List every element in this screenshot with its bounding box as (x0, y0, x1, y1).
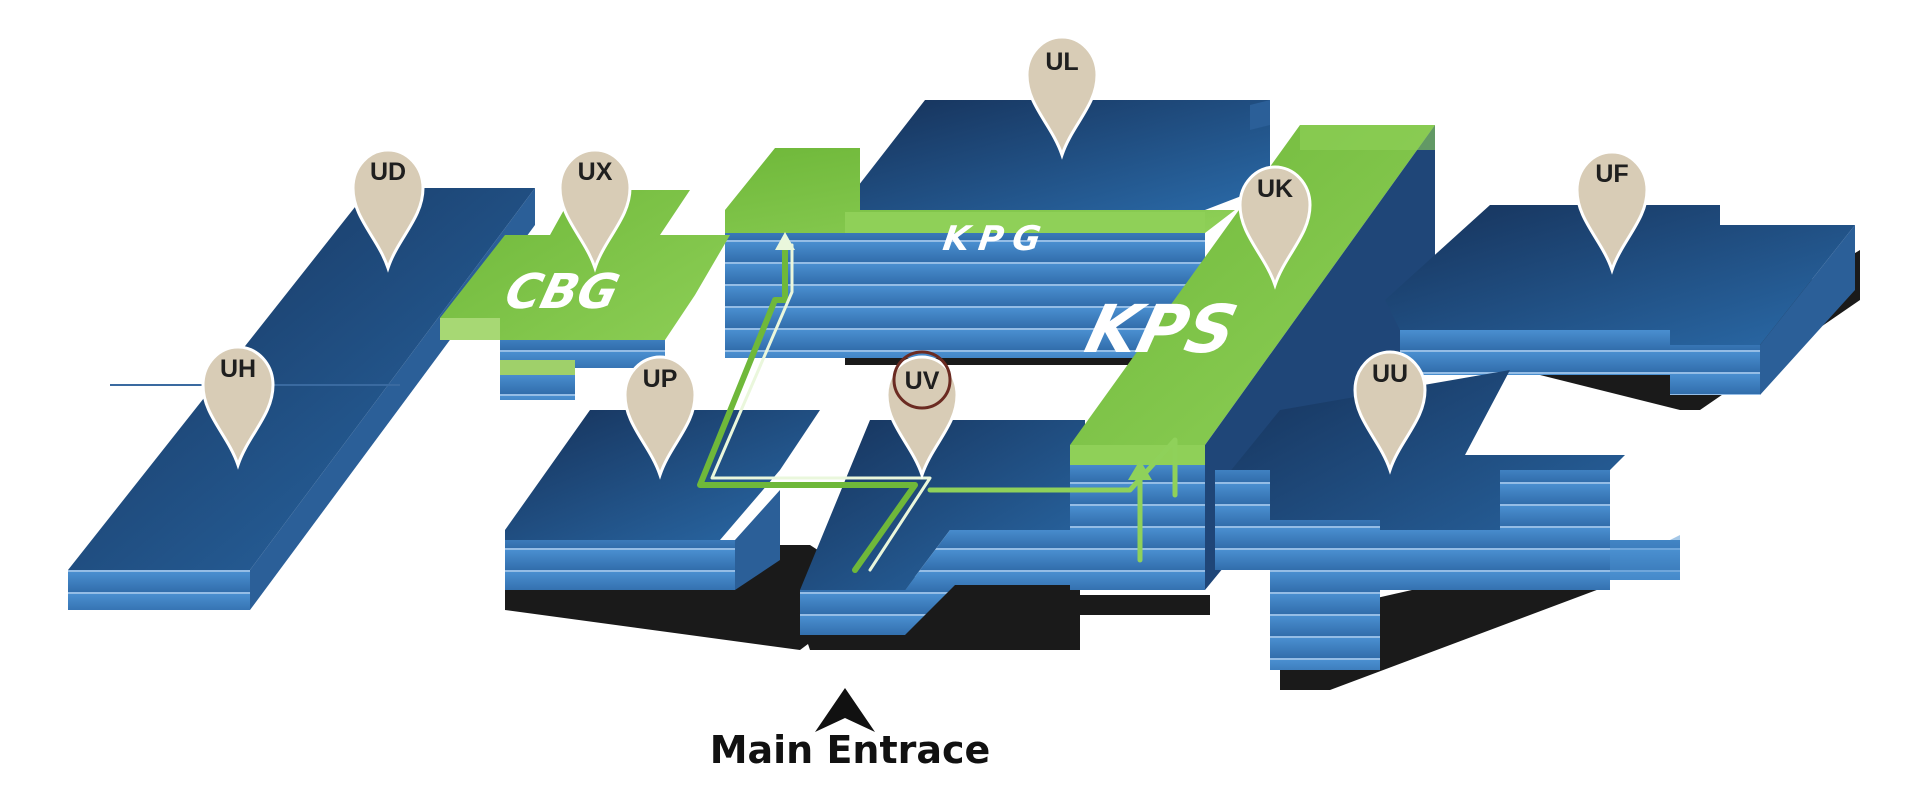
map-marker-ux[interactable]: UX (558, 148, 632, 273)
marker-up-label: UP (643, 365, 678, 393)
building-uf[interactable] (1385, 205, 1855, 395)
map-marker-ud[interactable]: UD (351, 148, 425, 273)
building-up[interactable] (505, 410, 820, 590)
route-arrow-up-kps (1128, 460, 1152, 480)
marker-ux-label: UX (578, 158, 613, 186)
marker-ud-label: UD (370, 158, 406, 186)
marker-uu-label: UU (1372, 360, 1408, 388)
route-arrow-up-cbg (775, 232, 795, 250)
marker-uf-label: UF (1595, 160, 1628, 188)
map-marker-uu[interactable]: UU (1353, 350, 1427, 475)
main-entrance-label: Main Entrace (709, 728, 991, 772)
marker-ul-label: UL (1045, 48, 1078, 76)
map-marker-ul[interactable]: UL (1025, 35, 1099, 160)
building-cbg[interactable]: CBG (440, 190, 730, 400)
map-marker-uh[interactable]: UH (201, 345, 275, 470)
marker-uv-label: UV (905, 367, 940, 395)
map-marker-uv[interactable]: UV (885, 350, 959, 480)
map-marker-up[interactable]: UP (623, 355, 697, 480)
walking-route (697, 242, 1178, 573)
cbg-label: CBG (500, 265, 625, 320)
building-kpg[interactable]: KPG (725, 148, 1235, 358)
building-uu[interactable] (1215, 370, 1680, 670)
map-marker-uk[interactable]: UK (1238, 165, 1312, 290)
marker-uk-label: UK (1257, 175, 1293, 203)
marker-uv-selected-ring (892, 350, 952, 410)
kps-label: KPS (1078, 291, 1244, 368)
kpg-label: KPG (941, 219, 1053, 259)
marker-uh-label: UH (220, 355, 256, 383)
route-arrows (775, 232, 1152, 480)
entrance-arrow-icon (815, 688, 875, 732)
map-marker-uf[interactable]: UF (1575, 150, 1649, 275)
building-uh-ud[interactable] (68, 188, 535, 610)
